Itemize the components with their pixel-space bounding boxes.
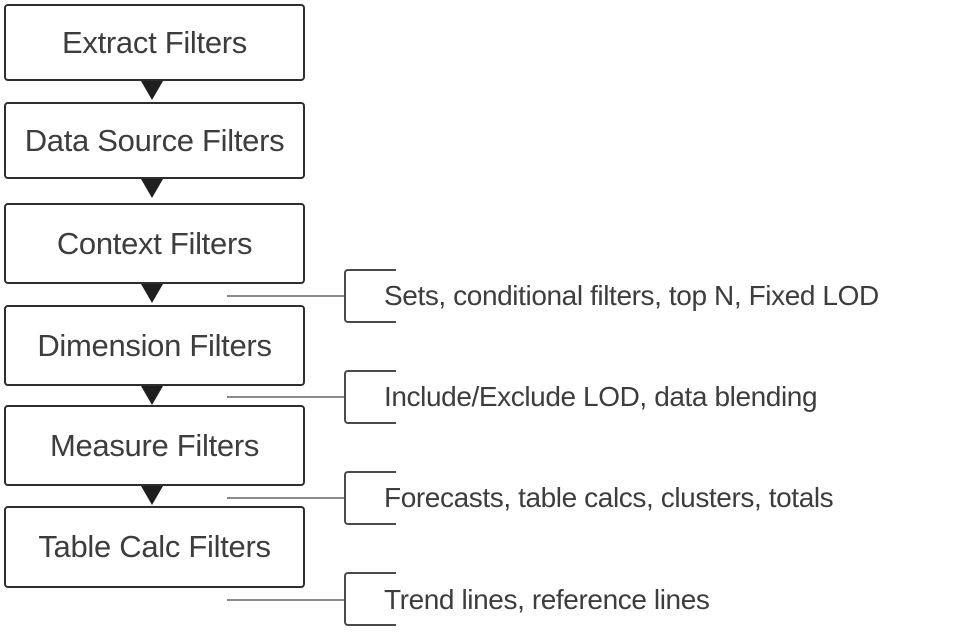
connector-line bbox=[227, 599, 346, 601]
flow-box-extract-filters: Extract Filters bbox=[4, 4, 305, 81]
flow-box-label: Extract Filters bbox=[62, 24, 247, 60]
down-arrow-icon bbox=[141, 486, 163, 505]
flow-box-label: Table Calc Filters bbox=[38, 529, 271, 564]
annotation-forecasts-table-calcs: Forecasts, table calcs, clusters, totals bbox=[384, 482, 834, 513]
flow-box-label: Data Source Filters bbox=[24, 122, 285, 158]
flow-box-dimension-filters: Dimension Filters bbox=[4, 305, 305, 386]
annotation-sets-conditional-filters: Sets, conditional filters, top N, Fixed … bbox=[384, 280, 879, 311]
bracket-icon bbox=[344, 572, 396, 626]
connector-line bbox=[227, 295, 346, 297]
bracket-icon bbox=[344, 471, 396, 525]
down-arrow-icon bbox=[141, 81, 163, 100]
connector-line bbox=[227, 497, 346, 499]
flow-box-context-filters: Context Filters bbox=[4, 203, 305, 284]
down-arrow-icon bbox=[141, 284, 163, 303]
flow-box-label: Context Filters bbox=[56, 225, 253, 261]
flow-box-measure-filters: Measure Filters bbox=[4, 405, 305, 486]
flow-box-label: Dimension Filters bbox=[37, 327, 272, 363]
flow-box-table-calc-filters: Table Calc Filters bbox=[4, 506, 305, 588]
down-arrow-icon bbox=[141, 386, 163, 405]
flow-box-data-source-filters: Data Source Filters bbox=[4, 102, 305, 179]
flow-box-label: Measure Filters bbox=[49, 427, 260, 463]
connector-line bbox=[227, 396, 346, 398]
annotation-trend-reference-lines: Trend lines, reference lines bbox=[384, 584, 710, 615]
bracket-icon bbox=[344, 370, 396, 424]
annotation-include-exclude-lod: Include/Exclude LOD, data blending bbox=[384, 381, 818, 412]
down-arrow-icon bbox=[141, 179, 163, 198]
bracket-icon bbox=[344, 269, 396, 323]
